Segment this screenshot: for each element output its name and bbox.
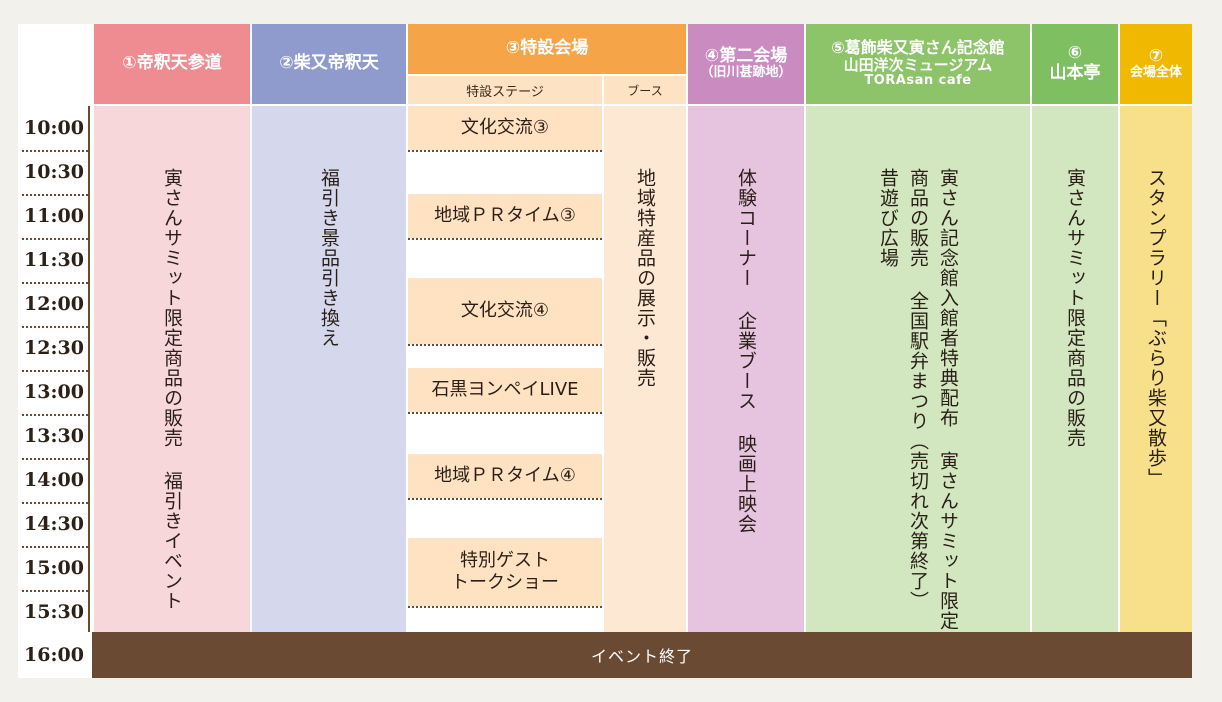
time-separator bbox=[22, 502, 88, 504]
col-second-venue: 体験コーナー 企業ブース 映画上映会 bbox=[688, 106, 804, 632]
col5-line-2: 寅さんサミット限定商品の販売 bbox=[907, 168, 959, 631]
time-label: 15:30 bbox=[24, 601, 84, 623]
col1-line-2: 福引きイベント bbox=[161, 471, 183, 611]
time-separator bbox=[22, 590, 88, 592]
time-column bbox=[18, 106, 90, 632]
subheader-booth: ブース bbox=[604, 76, 686, 104]
time-separator bbox=[22, 414, 88, 416]
stage-slot-divider bbox=[408, 606, 602, 608]
time-label: 15:00 bbox=[24, 557, 84, 579]
col-yamamoto-tei: 寅さんサミット限定商品の販売 bbox=[1032, 106, 1118, 632]
time-label: 14:30 bbox=[24, 513, 84, 535]
col-teishakuten-sando: 寅さんサミット限定商品の販売 福引きイベント bbox=[94, 106, 250, 632]
stage-slot-label: 石黒ヨンペイLIVE bbox=[431, 378, 579, 400]
col4-line-3: 映画上映会 bbox=[735, 434, 757, 534]
time-separator bbox=[22, 238, 88, 240]
col-torasan-museum: 寅さん記念館入館者特典配布 寅さんサミット限定商品の販売 全国駅弁まつり（売切れ… bbox=[806, 106, 1030, 632]
header-shibamata-teishakuten: ②柴又帝釈天 bbox=[252, 24, 406, 104]
stage-slot-divider bbox=[408, 344, 602, 346]
stage-slot-label: 特別ゲスト トークショー bbox=[451, 549, 559, 594]
stage-slot-label: 文化交流④ bbox=[460, 299, 550, 321]
header-teishakuten-sando: ①帝釈天参道 bbox=[94, 24, 250, 104]
stage-slot-label: 地域ＰＲタイム③ bbox=[434, 204, 576, 226]
stage-slot: 特別ゲスト トークショー bbox=[408, 538, 602, 606]
col-shibamata-teishakuten: 福引き景品引き換え bbox=[252, 106, 406, 632]
col6-line-1: 寅さんサミット限定商品の販売 bbox=[1064, 168, 1086, 448]
time-separator bbox=[22, 370, 88, 372]
subheader-stage: 特設ステージ bbox=[408, 76, 602, 104]
header-special-venue: ③特設会場 bbox=[408, 24, 686, 74]
time-separator bbox=[22, 546, 88, 548]
col5-line-1: 寅さん記念館入館者特典配布 bbox=[937, 168, 959, 428]
stage-slot-divider bbox=[408, 498, 602, 500]
time-label: 13:30 bbox=[24, 425, 84, 447]
time-label: 16:00 bbox=[24, 644, 84, 666]
col-special-booth: 地域特産品の展示・販売 bbox=[604, 106, 686, 632]
col4-line-1: 体験コーナー bbox=[735, 168, 757, 288]
col4-line-2: 企業ブース bbox=[735, 311, 757, 411]
stage-slot: 地域ＰＲタイム④ bbox=[408, 454, 602, 498]
event-end-label: イベント終了 bbox=[590, 647, 693, 666]
time-separator bbox=[22, 326, 88, 328]
stage-slot: 文化交流③ bbox=[408, 106, 602, 150]
time-label: 14:00 bbox=[24, 469, 84, 491]
stage-slot-divider bbox=[408, 238, 602, 240]
stage-slot-divider bbox=[408, 150, 602, 152]
col1-line-1: 寅さんサミット限定商品の販売 bbox=[161, 168, 183, 448]
col2-line-1: 福引き景品引き換え bbox=[318, 168, 340, 348]
stage-slot-divider bbox=[408, 412, 602, 414]
time-label: 12:00 bbox=[24, 293, 84, 315]
time-label: 11:00 bbox=[24, 205, 84, 227]
event-end-bar: イベント終了 bbox=[92, 632, 1192, 678]
col5-line-3: 全国駅弁まつり（売切れ次第終了） bbox=[907, 291, 929, 611]
time-label: 11:30 bbox=[24, 249, 84, 271]
time-separator bbox=[22, 458, 88, 460]
time-label: 10:30 bbox=[24, 161, 84, 183]
stage-slot: 地域ＰＲタイム③ bbox=[408, 194, 602, 238]
stage-slot-label: 地域ＰＲタイム④ bbox=[434, 464, 576, 486]
header-yamamoto-tei: ⑥ 山本亭 bbox=[1032, 24, 1118, 104]
header-whole-venue: ⑦ 会場全体 bbox=[1120, 24, 1192, 104]
time-label: 13:00 bbox=[24, 381, 84, 403]
stage-slot-label: 文化交流③ bbox=[460, 116, 550, 138]
header-second-venue: ④第二会場 （旧川甚跡地） bbox=[688, 24, 804, 104]
time-label: 12:30 bbox=[24, 337, 84, 359]
time-label: 10:00 bbox=[24, 117, 84, 139]
time-separator bbox=[22, 150, 88, 152]
stage-slot: 石黒ヨンペイLIVE bbox=[408, 368, 602, 412]
header-torasan-museum: ⑤葛飾柴又寅さん記念館 山田洋次ミュージアム TORAsan cafe bbox=[806, 24, 1030, 104]
col5-line-4: 昔遊び広場 bbox=[877, 168, 899, 268]
time-separator bbox=[22, 194, 88, 196]
col-whole-venue: スタンプラリー「ぶらり柴又散歩」 bbox=[1120, 106, 1192, 632]
event-timetable: ①帝釈天参道 ②柴又帝釈天 ③特設会場 特設ステージ ブース ④第二会場 （旧川… bbox=[18, 24, 1192, 678]
booth-line-1: 地域特産品の展示・販売 bbox=[634, 168, 656, 388]
time-separator bbox=[22, 282, 88, 284]
col7-line-1: スタンプラリー「ぶらり柴又散歩」 bbox=[1145, 168, 1167, 488]
stage-slot: 文化交流④ bbox=[408, 278, 602, 344]
